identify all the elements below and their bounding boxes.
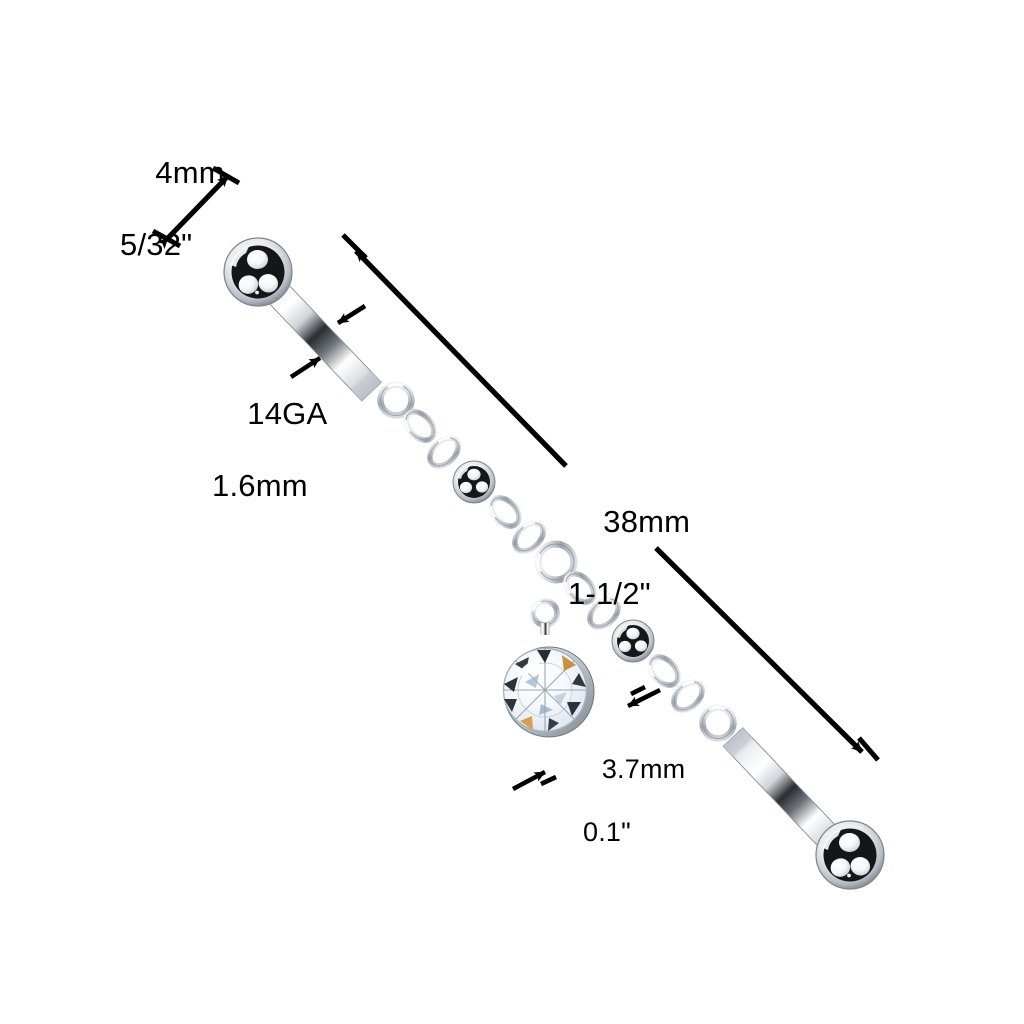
gauge-line2: 1.6mm: [212, 467, 308, 503]
gem-diameter-label: 3.7mm 0.1": [571, 723, 685, 911]
chain-bead-upper: [452, 460, 496, 504]
upper-jump-ring: [377, 381, 415, 419]
cz-gem: [502, 646, 595, 738]
total-length-label: 38mm 1-1/2": [568, 468, 690, 684]
chain-segment-upper: [401, 406, 464, 471]
gauge-dimension-arrows: [289, 304, 367, 379]
bottom-ball: [815, 820, 885, 890]
gem-diameter-line1: 3.7mm: [601, 754, 686, 785]
gem-hanger-ring: [530, 598, 560, 635]
chain-segment-middle: [486, 492, 549, 556]
ball-diameter-dimension: [151, 165, 241, 250]
total-length-line1: 38mm: [603, 503, 691, 539]
total-length-line2: 1-1/2": [568, 575, 651, 611]
total-length-dimension: [341, 233, 880, 762]
gem-diameter-dimension: [511, 684, 662, 792]
ball-diameter-line1: 4mm: [155, 154, 225, 190]
top-ball: [223, 237, 293, 307]
ball-diameter-label: 4mm 5/32": [120, 119, 225, 335]
upper-barbell: [223, 237, 383, 402]
ball-diameter-line2: 5/32": [120, 226, 193, 262]
gauge-label: 14GA 1.6mm: [212, 360, 327, 576]
gauge-line1: 14GA: [247, 395, 328, 431]
lower-barbell: [722, 727, 885, 890]
gem-diameter-line2: 0.1": [583, 816, 631, 847]
lower-jump-ring: [699, 704, 737, 742]
